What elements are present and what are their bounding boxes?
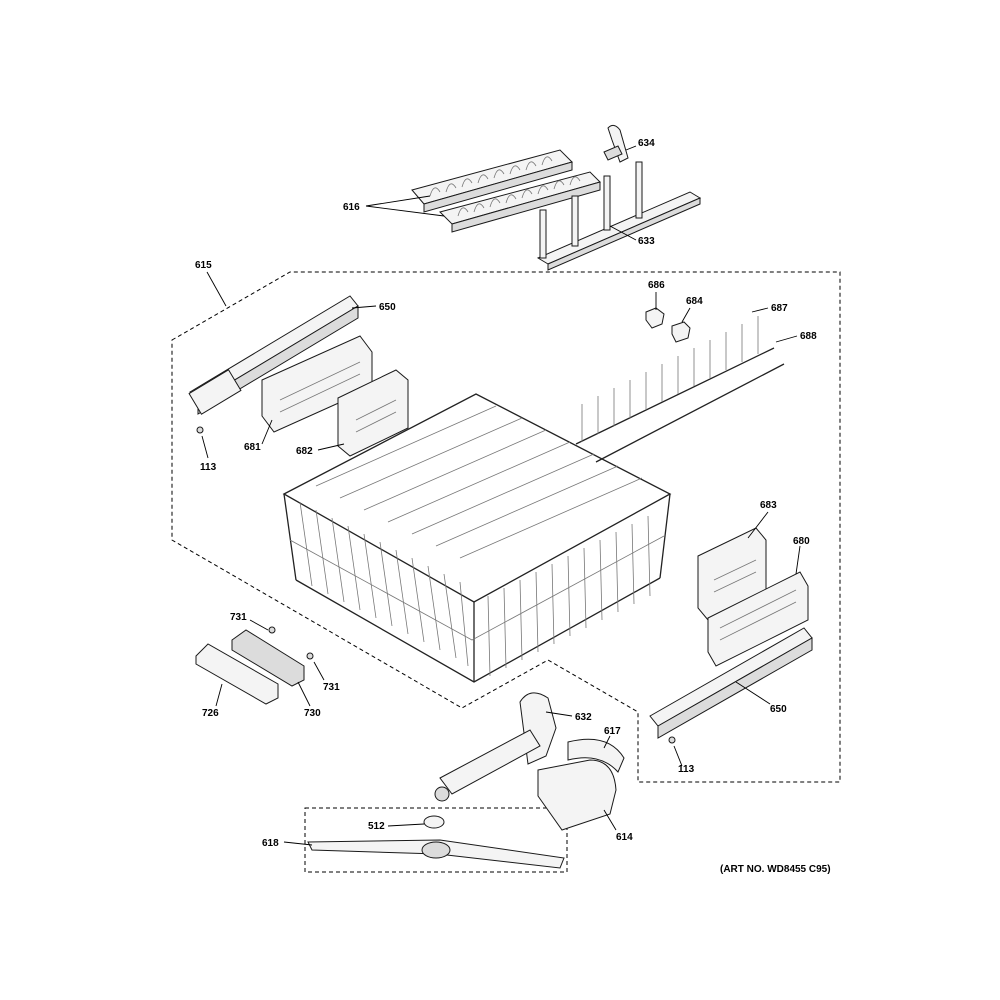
rail-part-633 <box>536 161 702 271</box>
spray-arm-hub-part-512 <box>423 815 445 829</box>
label-682: 682 <box>296 446 313 457</box>
end-cap-part-726 <box>195 643 279 705</box>
label-632: 632 <box>575 712 592 723</box>
label-650-upper: 650 <box>379 302 396 313</box>
rack-adjuster-part-680 <box>707 571 809 667</box>
label-686: 686 <box>648 280 665 291</box>
clip-part-634 <box>603 124 629 163</box>
label-688: 688 <box>800 331 817 342</box>
label-683: 683 <box>760 500 777 511</box>
label-616: 616 <box>343 202 360 213</box>
spray-manifold-part-632 <box>434 692 557 802</box>
slide-rail-part-650-right <box>649 627 813 739</box>
spray-arm-outline <box>304 807 568 873</box>
label-684: 684 <box>686 296 703 307</box>
tine-row-part-616 <box>411 149 601 233</box>
pump-housing-part-614 <box>537 759 617 831</box>
label-113-right: 113 <box>678 764 695 775</box>
label-618: 618 <box>262 838 279 849</box>
label-614: 614 <box>616 832 633 843</box>
rack-adjuster-part-682 <box>337 369 409 457</box>
rack-adjuster-part-681 <box>261 335 373 433</box>
label-687: 687 <box>771 303 788 314</box>
label-680: 680 <box>793 536 810 547</box>
label-726: 726 <box>202 708 219 719</box>
end-cap-part-730 <box>231 629 305 687</box>
lower-spray-arm-part-618 <box>307 839 565 869</box>
label-512: 512 <box>368 821 385 832</box>
screw-part-113-right <box>668 736 676 744</box>
label-731-upper: 731 <box>230 612 247 623</box>
screw-part-731-lower <box>306 652 314 660</box>
label-615: 615 <box>195 260 212 271</box>
label-634: 634 <box>638 138 655 149</box>
screw-part-731-upper <box>268 626 276 634</box>
tine-assembly-part-687 <box>575 316 785 463</box>
upper-rack-basket <box>282 393 672 683</box>
label-617: 617 <box>604 726 621 737</box>
leader-lines <box>201 145 801 846</box>
label-650-lower: 650 <box>770 704 787 715</box>
clip-part-686 <box>645 307 665 329</box>
hose-part-617 <box>567 738 625 773</box>
label-681: 681 <box>244 442 261 453</box>
clip-part-684 <box>671 321 691 343</box>
screw-part-113-left <box>196 426 204 434</box>
label-730: 730 <box>304 708 321 719</box>
label-113-left: 113 <box>200 462 217 473</box>
label-731-lower: 731 <box>323 682 340 693</box>
art-number: (ART NO. WD8455 C95) <box>720 864 831 875</box>
label-633: 633 <box>638 236 655 247</box>
slide-rail-part-650-left <box>188 295 359 415</box>
